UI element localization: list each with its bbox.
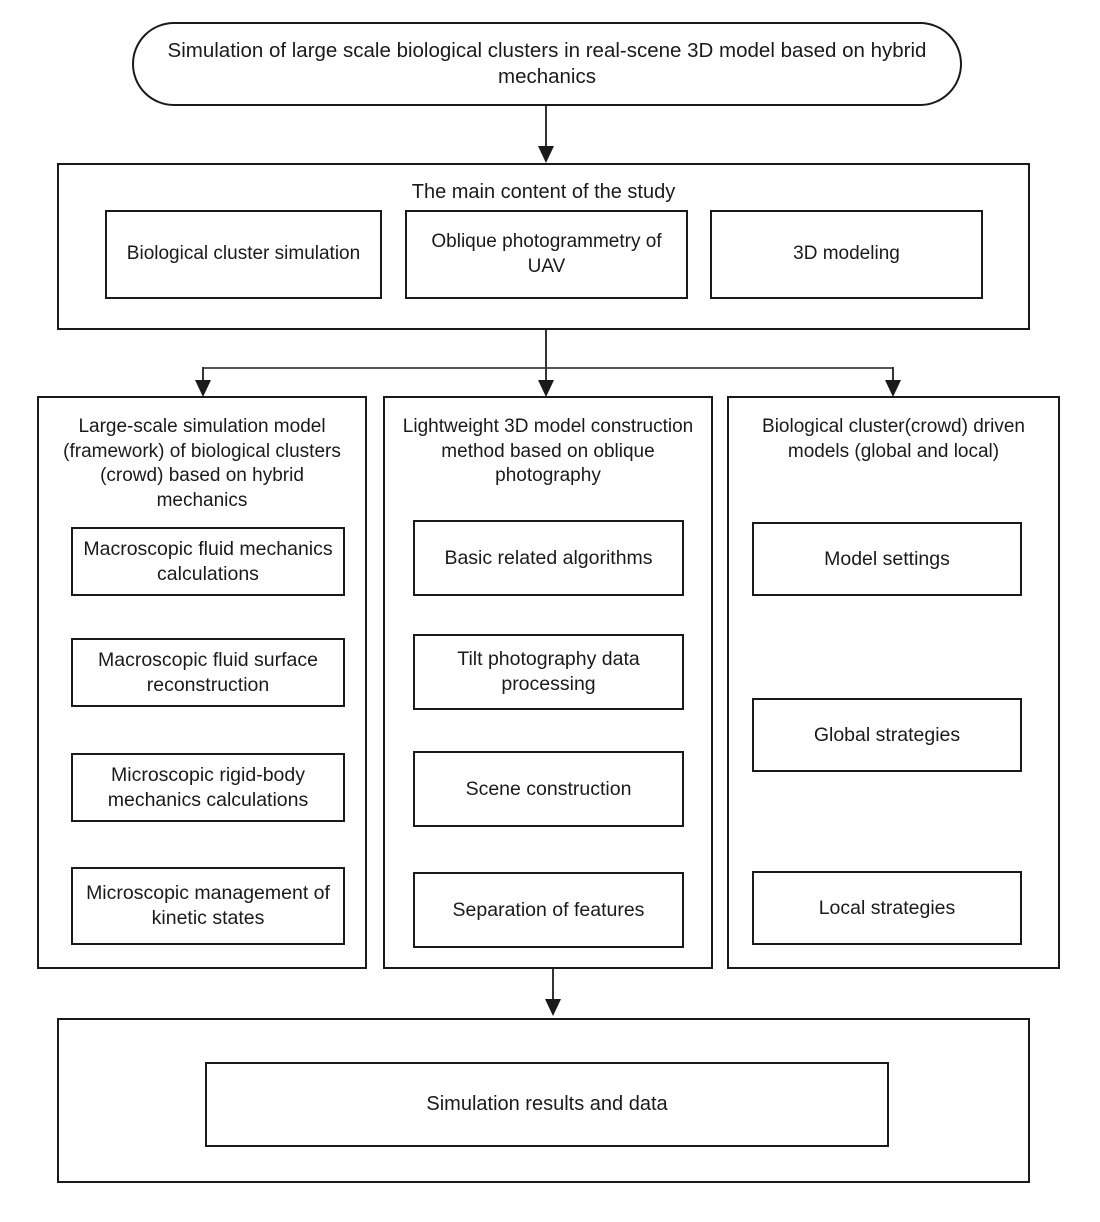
results-box-label: Simulation results and data <box>426 1092 668 1115</box>
connector-to-results <box>552 969 554 1004</box>
column-1-item-2: Macroscopic fluid surface reconstruction <box>71 638 345 707</box>
column-1-item-3: Microscopic rigid-body mechanics calcula… <box>71 753 345 822</box>
main-content-heading: The main content of the study <box>411 181 676 203</box>
results-box: Simulation results and data <box>205 1062 889 1147</box>
title-box-label: Simulation of large scale biological clu… <box>167 38 927 88</box>
column-2-item-3-label: Scene construction <box>465 777 632 800</box>
column-2-item-2: Tilt photography data processing <box>413 634 684 710</box>
column-1-item-4: Microscopic management of kinetic states <box>71 867 345 945</box>
column-1-item-2-label: Macroscopic fluid surface reconstruction <box>97 648 318 696</box>
main-content-item-1: Biological cluster simulation <box>105 210 382 299</box>
column-2-item-1: Basic related algorithms <box>413 520 684 596</box>
connector-title-to-main <box>545 106 547 148</box>
arrow-to-column-3 <box>885 380 901 397</box>
connector-main-stem <box>545 330 547 368</box>
column-3-item-1-label: Model settings <box>824 547 950 570</box>
arrow-title-to-main <box>538 146 554 163</box>
arrow-to-column-1 <box>195 380 211 397</box>
connector-branch-bus <box>202 367 894 369</box>
column-1-item-4-label: Microscopic management of kinetic states <box>86 882 330 929</box>
arrow-to-results <box>545 999 561 1016</box>
column-3-item-1: Model settings <box>752 522 1022 596</box>
main-content-item-3: 3D modeling <box>710 210 983 299</box>
column-2-item-2-label: Tilt photography data processing <box>457 648 640 695</box>
column-2-item-1-label: Basic related algorithms <box>444 546 653 569</box>
column-2-heading: Lightweight 3D model construction method… <box>402 416 694 487</box>
main-content-item-3-label: 3D modeling <box>793 243 900 265</box>
column-2-item-3: Scene construction <box>413 751 684 827</box>
column-1-item-1: Macroscopic fluid mechanics calculations <box>71 527 345 596</box>
column-1-item-3-label: Microscopic rigid-body mechanics calcula… <box>107 763 309 811</box>
main-content-item-2: Oblique photogrammetry of UAV <box>405 210 688 299</box>
arrow-to-column-2 <box>538 380 554 397</box>
title-box: Simulation of large scale biological clu… <box>132 22 962 106</box>
main-content-item-2-label: Oblique photogrammetry of UAV <box>431 231 662 277</box>
column-2-item-4-label: Separation of features <box>452 898 645 921</box>
column-3-item-3-label: Local strategies <box>818 896 956 919</box>
column-3-item-2-label: Global strategies <box>813 723 961 746</box>
column-1-heading: Large-scale simulation model (framework)… <box>63 416 341 512</box>
column-3-item-3: Local strategies <box>752 871 1022 945</box>
main-content-item-1-label: Biological cluster simulation <box>126 243 361 265</box>
column-3-item-2: Global strategies <box>752 698 1022 772</box>
column-3-heading: Biological cluster(crowd) driven models … <box>762 416 1025 462</box>
column-2-item-4: Separation of features <box>413 872 684 948</box>
column-1-item-1-label: Macroscopic fluid mechanics calculations <box>83 537 333 585</box>
